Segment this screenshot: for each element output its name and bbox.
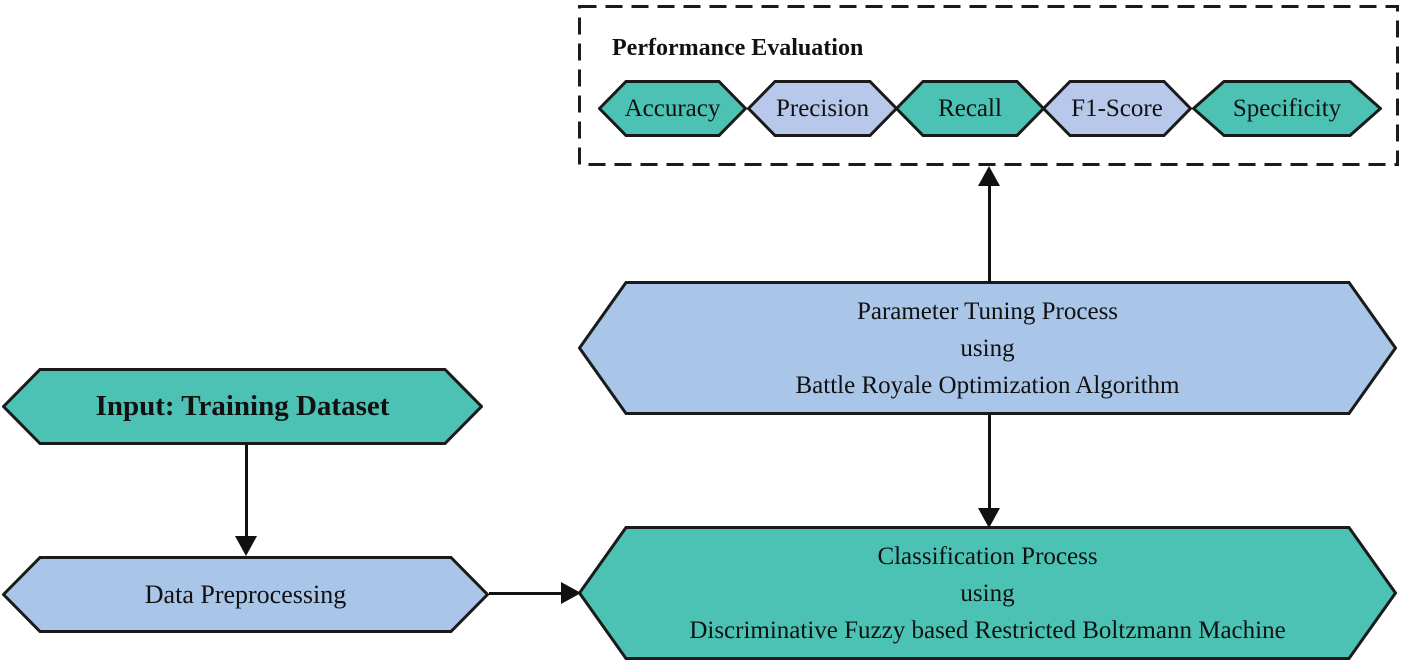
parameter-tuning-line1: Parameter Tuning Process — [856, 297, 1119, 325]
node-input-label: Input: Training Dataset — [95, 390, 390, 422]
metric-label: Recall — [938, 94, 1002, 122]
parameter-tuning-line3: Battle Royale Optimization Algorithm — [795, 371, 1180, 399]
arrow-up-icon — [978, 166, 1000, 186]
node-parameter-tuning-label: Parameter Tuning Process using Battle Ro… — [578, 281, 1397, 415]
arrow-input-to-preprocessing-line — [245, 445, 248, 538]
node-preprocessing-label: Data Preprocessing — [144, 579, 347, 609]
arrow-down-icon — [235, 536, 257, 556]
arrow-param-to-classification-line — [988, 415, 991, 510]
performance-evaluation-title: Performance Evaluation — [612, 35, 864, 61]
arrow-down-icon — [978, 508, 1000, 528]
arrow-param-to-performance-line — [988, 184, 991, 282]
metric-label: Specificity — [1232, 94, 1342, 122]
dashed-border — [578, 5, 1399, 166]
metric-label: Precision — [775, 94, 870, 122]
metric-hexagon-f1-score: F1-Score — [1042, 80, 1192, 137]
metric-hexagon-recall: Recall — [895, 80, 1045, 137]
node-classification-label: Classification Process using Discriminat… — [578, 526, 1397, 660]
classification-line1: Classification Process — [877, 542, 1098, 570]
node-parameter-tuning: Parameter Tuning Process using Battle Ro… — [578, 281, 1397, 415]
arrow-preprocessing-to-classification-line — [489, 592, 563, 595]
arrow-right-icon — [561, 582, 581, 604]
metric-hexagon-precision: Precision — [747, 80, 898, 137]
metric-hexagon-specificity: Specificity — [1192, 80, 1382, 137]
classification-line3: Discriminative Fuzzy based Restricted Bo… — [689, 616, 1286, 644]
node-classification: Classification Process using Discriminat… — [578, 526, 1397, 660]
metric-label: Accuracy — [624, 94, 721, 122]
classification-line2: using — [960, 579, 1015, 607]
metric-hexagon-accuracy: Accuracy — [598, 80, 747, 137]
node-input-training-dataset: Input: Training Dataset — [2, 368, 483, 445]
node-data-preprocessing: Data Preprocessing — [2, 556, 489, 633]
parameter-tuning-line2: using — [960, 334, 1015, 362]
metric-label: F1-Score — [1071, 94, 1163, 122]
performance-evaluation-box: Performance Evaluation — [578, 5, 1399, 166]
